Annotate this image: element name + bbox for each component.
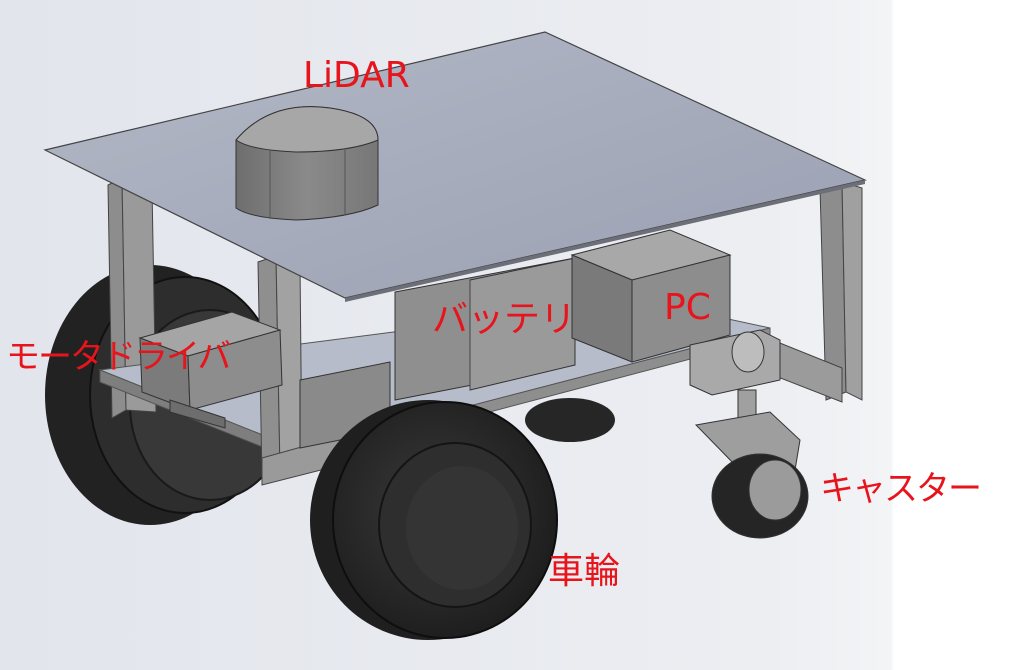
rear-wheel-right [525, 398, 615, 442]
front-wheel [310, 400, 558, 640]
caster-assembly [689, 329, 809, 539]
pc-box [570, 229, 732, 363]
wheel-label: 車輪 [548, 551, 621, 592]
pc-label: PC [664, 287, 711, 328]
caster-label: キャスター [820, 469, 982, 509]
motor-driver-label: モータドライバ [6, 337, 231, 377]
battery-label: バッテリ [432, 299, 577, 340]
lidar-unit [235, 106, 379, 221]
motor-driver-box [138, 311, 283, 429]
lidar-label: LiDAR [303, 55, 410, 96]
battery-box [394, 257, 576, 401]
top-plate [43, 31, 867, 302]
